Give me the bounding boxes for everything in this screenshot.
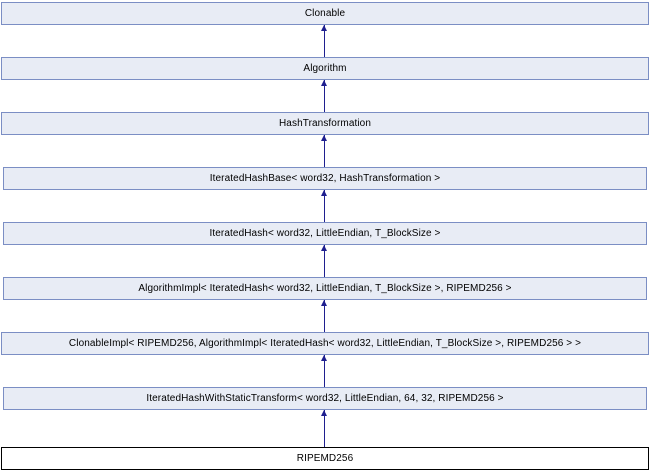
class-node-label: Clonable (304, 7, 346, 19)
edge-algorithmimpl-to-iteratedhash (324, 245, 325, 277)
edge-algorithm-to-clonable (324, 25, 325, 57)
class-node-label: IteratedHashBase< word32, HashTransforma… (209, 172, 441, 184)
class-node-label: HashTransformation (278, 117, 372, 129)
class-node-label: AlgorithmImpl< IteratedHash< word32, Lit… (138, 282, 512, 294)
edge-hashtransformation-to-algorithm (324, 80, 325, 112)
edge-hashtransformation-to-algorithm-arrowhead-icon (321, 80, 327, 86)
class-node-clonable[interactable]: Clonable (1, 2, 649, 25)
class-node-label: IteratedHashWithStaticTransform< word32,… (146, 392, 504, 404)
class-node-label: Algorithm (303, 62, 347, 74)
edge-iteratedhash-to-iteratedhashbase-arrowhead-icon (321, 190, 327, 196)
class-node-algorithm[interactable]: Algorithm (1, 57, 649, 80)
class-node-algorithm-impl[interactable]: AlgorithmImpl< IteratedHash< word32, Lit… (3, 277, 647, 300)
edge-algorithm-to-clonable-arrowhead-icon (321, 25, 327, 31)
class-node-label: IteratedHash< word32, LittleEndian, T_Bl… (209, 227, 441, 239)
class-node-iterated-hash-base[interactable]: IteratedHashBase< word32, HashTransforma… (3, 167, 647, 190)
class-node-clonable-impl[interactable]: ClonableImpl< RIPEMD256, AlgorithmImpl< … (1, 332, 649, 355)
class-node-label: RIPEMD256 (296, 452, 354, 464)
edge-iteratedhashstatic-to-clonableimpl (324, 355, 325, 387)
class-node-iterated-hash[interactable]: IteratedHash< word32, LittleEndian, T_Bl… (3, 222, 647, 245)
edge-algorithmimpl-to-iteratedhash-arrowhead-icon (321, 245, 327, 251)
class-node-iterated-hash-with-static-transform[interactable]: IteratedHashWithStaticTransform< word32,… (3, 387, 647, 410)
class-node-hash-transformation[interactable]: HashTransformation (1, 112, 649, 135)
class-node-ripemd256[interactable]: RIPEMD256 (1, 447, 649, 470)
edge-clonableimpl-to-algorithmimpl-arrowhead-icon (321, 300, 327, 306)
edge-ripemd256-to-iteratedhashstatic (324, 410, 325, 447)
edge-iteratedhashbase-to-hashtransformation-arrowhead-icon (321, 135, 327, 141)
edge-clonableimpl-to-algorithmimpl (324, 300, 325, 332)
edge-ripemd256-to-iteratedhashstatic-arrowhead-icon (321, 410, 327, 416)
edge-iteratedhashstatic-to-clonableimpl-arrowhead-icon (321, 355, 327, 361)
edge-iteratedhashbase-to-hashtransformation (324, 135, 325, 167)
class-node-label: ClonableImpl< RIPEMD256, AlgorithmImpl< … (68, 337, 582, 349)
edge-iteratedhash-to-iteratedhashbase (324, 190, 325, 222)
